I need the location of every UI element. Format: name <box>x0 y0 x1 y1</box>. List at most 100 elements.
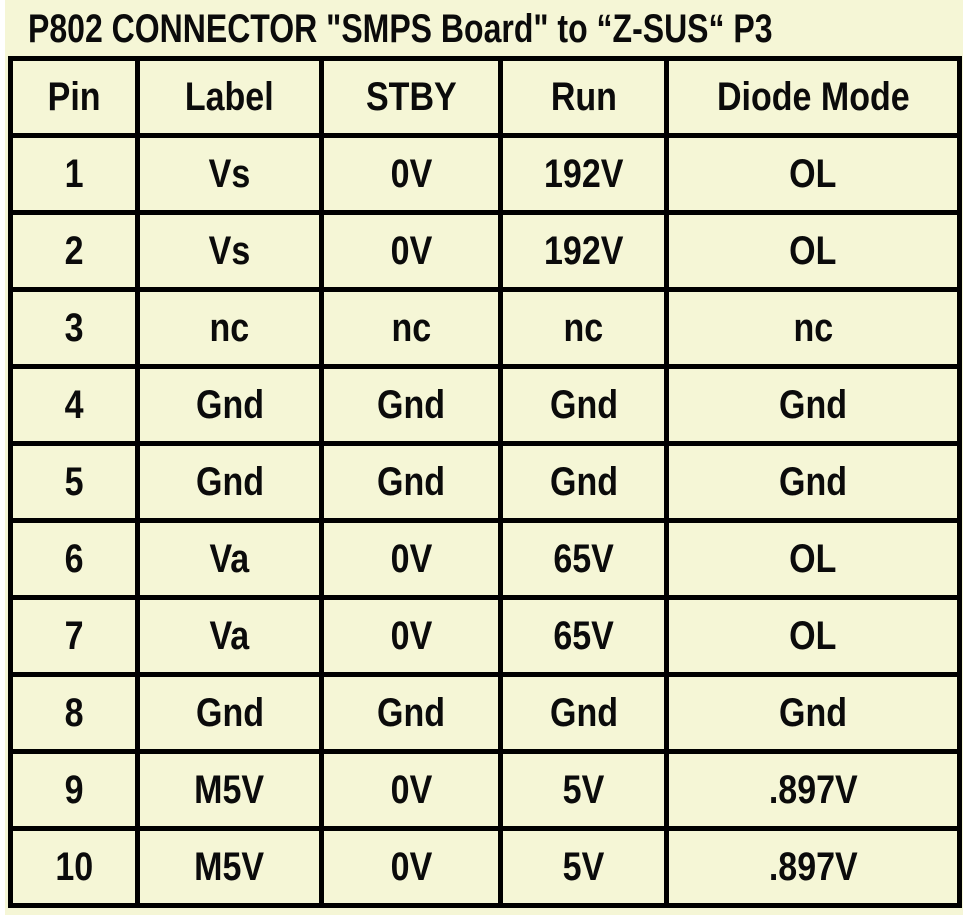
cell-stby: Gnd <box>319 364 503 446</box>
cell-label-value: Gnd <box>195 382 264 427</box>
cell-pin: 5 <box>8 441 140 523</box>
table-row: 1 Vs 0V 192V OL <box>8 133 962 215</box>
cell-label: Vs <box>135 133 324 215</box>
cell-run-value: Gnd <box>549 690 618 735</box>
table-row: 7 Va 0V 65V OL <box>8 595 962 677</box>
cell-pin: 6 <box>8 518 140 600</box>
table-row: 4 Gnd Gnd Gnd Gnd <box>8 364 962 446</box>
column-header-diode-mode-label: Diode Mode <box>716 74 910 119</box>
cell-pin-value: 6 <box>64 536 84 581</box>
cell-label-value: M5V <box>194 844 265 889</box>
cell-label: Gnd <box>135 672 324 754</box>
cell-run: 192V <box>498 133 669 215</box>
cell-pin: 9 <box>8 749 140 831</box>
cell-diode-mode-value: .897V <box>768 767 858 812</box>
table-header-row: Pin Label STBY Run Diode Mode <box>8 56 962 138</box>
cell-pin-value: 4 <box>64 382 84 427</box>
cell-pin-value: 10 <box>55 844 93 889</box>
cell-stby-value: Gnd <box>376 382 445 427</box>
column-header-pin: Pin <box>8 56 140 138</box>
cell-diode-mode: OL <box>664 595 962 677</box>
cell-stby-value: 0V <box>390 151 432 196</box>
cell-pin: 10 <box>8 826 140 908</box>
table-row: 10 M5V 0V 5V .897V <box>8 826 962 908</box>
cell-diode-mode: .897V <box>664 749 962 831</box>
cell-diode-mode-value: OL <box>789 151 837 196</box>
cell-label: Vs <box>135 210 324 292</box>
column-header-stby: STBY <box>319 56 503 138</box>
cell-stby-value: 0V <box>390 613 432 658</box>
cell-pin: 4 <box>8 364 140 446</box>
cell-pin: 2 <box>8 210 140 292</box>
cell-stby: 0V <box>319 595 503 677</box>
cell-label-value: M5V <box>194 767 265 812</box>
cell-diode-mode-value: OL <box>789 613 837 658</box>
cell-run-value: Gnd <box>549 382 618 427</box>
column-header-pin-label: Pin <box>47 74 101 119</box>
cell-run-value: nc <box>563 305 604 350</box>
table-row: 6 Va 0V 65V OL <box>8 518 962 600</box>
cell-label-value: Va <box>209 536 250 581</box>
cell-run: Gnd <box>498 441 669 523</box>
cell-label: Va <box>135 595 324 677</box>
cell-label: Va <box>135 518 324 600</box>
cell-pin-value: 5 <box>64 459 84 504</box>
cell-run: nc <box>498 287 669 369</box>
table-row: 2 Vs 0V 192V OL <box>8 210 962 292</box>
cell-run-value: 5V <box>562 844 605 889</box>
column-header-run-label: Run <box>550 74 617 119</box>
cell-run-value: 192V <box>543 151 624 196</box>
cell-pin: 3 <box>8 287 140 369</box>
cell-label: M5V <box>135 826 324 908</box>
cell-stby: 0V <box>319 749 503 831</box>
cell-diode-mode: Gnd <box>664 364 962 446</box>
cell-diode-mode-value: Gnd <box>778 382 847 427</box>
cell-label-value: Va <box>209 613 250 658</box>
cell-diode-mode-value: Gnd <box>778 690 847 735</box>
cell-diode-mode-value: .897V <box>768 844 858 889</box>
left-edge-strip <box>0 0 5 915</box>
cell-run: 5V <box>498 749 669 831</box>
cell-stby: 0V <box>319 210 503 292</box>
column-header-label-label: Label <box>185 74 274 119</box>
cell-stby-value: 0V <box>390 844 432 889</box>
cell-diode-mode: OL <box>664 133 962 215</box>
page-title-text: P802 CONNECTOR "SMPS Board" to “Z-SUS“ P… <box>28 7 773 51</box>
cell-run-value: Gnd <box>549 459 618 504</box>
cell-run-value: 192V <box>543 228 624 273</box>
cell-pin: 1 <box>8 133 140 215</box>
table-row: 9 M5V 0V 5V .897V <box>8 749 962 831</box>
table-row: 8 Gnd Gnd Gnd Gnd <box>8 672 962 754</box>
cell-pin-value: 9 <box>64 767 84 812</box>
cell-label: Gnd <box>135 441 324 523</box>
cell-stby-value: 0V <box>390 228 432 273</box>
cell-pin-value: 1 <box>64 151 84 196</box>
cell-label: Gnd <box>135 364 324 446</box>
column-header-label: Label <box>135 56 324 138</box>
cell-diode-mode: OL <box>664 210 962 292</box>
cell-run-value: 5V <box>562 767 605 812</box>
table-row: 3 nc nc nc nc <box>8 287 962 369</box>
cell-pin: 7 <box>8 595 140 677</box>
cell-stby: 0V <box>319 826 503 908</box>
cell-diode-mode-value: OL <box>789 228 837 273</box>
cell-run-value: 65V <box>553 536 614 581</box>
cell-pin-value: 3 <box>64 305 84 350</box>
cell-stby-value: 0V <box>390 767 432 812</box>
cell-diode-mode-value: OL <box>789 536 837 581</box>
cell-pin-value: 7 <box>64 613 84 658</box>
cell-label-value: Vs <box>208 228 251 273</box>
cell-diode-mode-value: Gnd <box>778 459 847 504</box>
column-header-diode-mode: Diode Mode <box>664 56 962 138</box>
cell-run: 192V <box>498 210 669 292</box>
cell-label-value: Gnd <box>195 459 264 504</box>
cell-stby: Gnd <box>319 672 503 754</box>
table-row: 5 Gnd Gnd Gnd Gnd <box>8 441 962 523</box>
column-header-stby-label: STBY <box>365 74 457 119</box>
cell-stby: 0V <box>319 133 503 215</box>
cell-label-value: nc <box>209 305 250 350</box>
cell-stby-value: nc <box>391 305 431 350</box>
pinout-table: Pin Label STBY Run Diode Mode 1 Vs 0V 19… <box>8 56 962 908</box>
cell-pin: 8 <box>8 672 140 754</box>
cell-stby: nc <box>319 287 503 369</box>
